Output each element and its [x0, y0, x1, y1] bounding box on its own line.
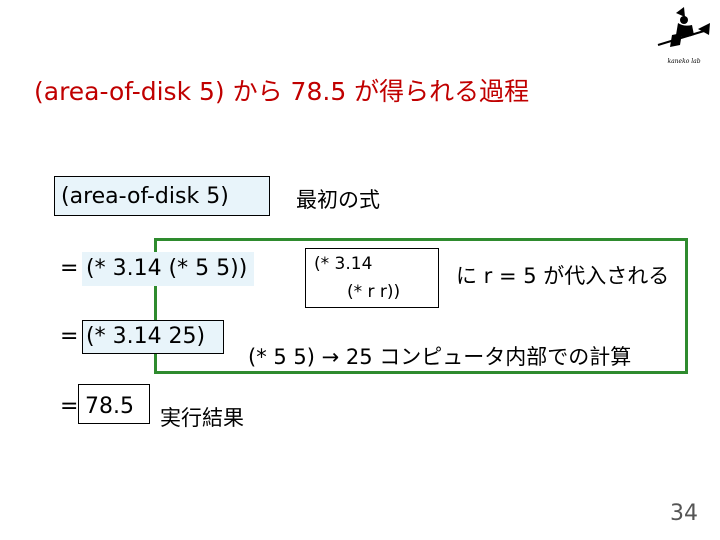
initial-expression: (area-of-disk 5) [61, 184, 229, 209]
substitution-line1: (* 3.14 [314, 254, 373, 274]
substitution-label: に r = 5 が代入される [456, 264, 670, 288]
logo-caption: kaneko lab [667, 58, 700, 65]
compute-label: (* 5 5) → 25 コンピュータ内部での計算 [248, 345, 632, 369]
witch-logo-graphic: kaneko lab [657, 7, 710, 65]
step2-expression: (* 3.14 25) [86, 324, 206, 349]
witch-on-broom-logo: kaneko lab [654, 5, 714, 67]
green-frame-box [154, 238, 688, 374]
step1-highlight [82, 252, 254, 286]
step1-expression: (* 3.14 (* 5 5)) [86, 256, 248, 281]
step2-highlight [82, 320, 224, 354]
initial-expression-label: 最初の式 [296, 188, 380, 212]
step1-equals: = [60, 256, 79, 281]
step2-equals: = [60, 324, 79, 349]
step3-equals: = [60, 394, 79, 419]
substitution-line2: (* r r)) [347, 282, 401, 302]
initial-expression-box [54, 176, 270, 216]
result-box [78, 384, 150, 424]
page-number: 34 [670, 501, 698, 526]
substitution-box [305, 248, 439, 308]
slide-title: (area-of-disk 5) から 78.5 が得られる過程 [34, 77, 530, 106]
result-label: 実行結果 [160, 406, 244, 430]
result-value: 78.5 [85, 394, 134, 419]
